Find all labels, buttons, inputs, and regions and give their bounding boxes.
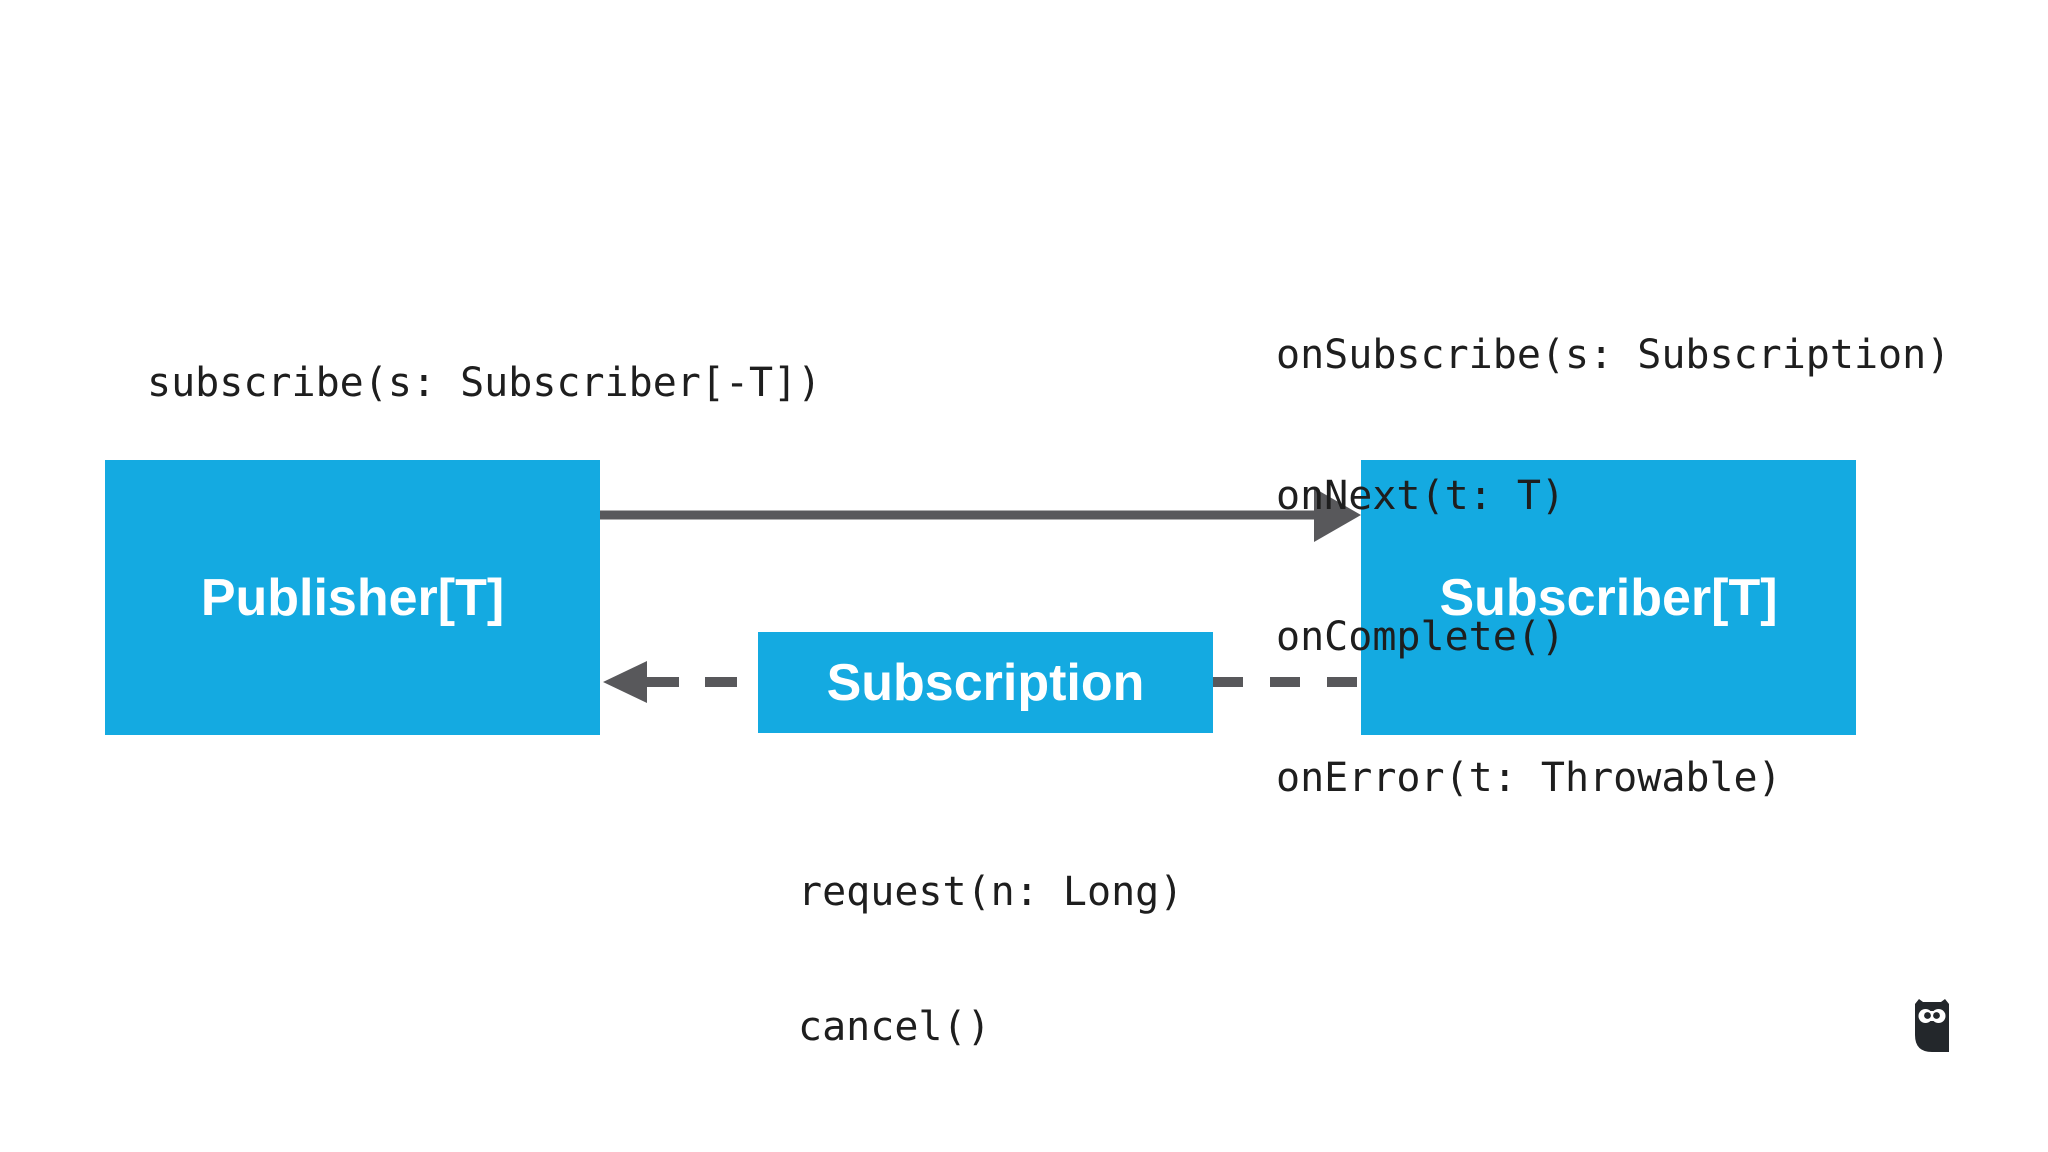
subscriber-methods-list: onSubscribe(s: Subscription) onNext(t: T… [1276,238,1950,896]
subscription-method-line: cancel() [798,1004,991,1050]
owl-eye-bridge [1925,1011,1939,1021]
subscriber-method-line: onSubscribe(s: Subscription) [1276,332,1951,378]
subscriber-method-line: onNext(t: T) [1276,473,1565,519]
publisher-node: Publisher[T] [105,460,600,735]
arrowhead-left-icon [603,661,647,703]
owl-body [1915,999,1949,1052]
subscriber-method-line: onError(t: Throwable) [1276,755,1782,801]
subscriber-method-line: onComplete() [1276,614,1565,660]
hootsuite-owl-logo-icon [1915,999,1949,1052]
backpressure-dashed-arrow [603,661,1361,703]
owl-pupil-left [1924,1012,1931,1019]
arrowhead-right-icon [1314,488,1361,542]
owl-pupil-right [1933,1012,1940,1019]
subscription-node: Subscription [758,632,1213,733]
subscribe-method-label: subscribe(s: Subscriber[-T]) [147,360,822,406]
subscription-method-line: request(n: Long) [798,869,1184,915]
subscription-label: Subscription [826,653,1145,712]
subscription-methods-list: request(n: Long) cancel() [798,780,1183,1140]
subscribe-arrow [600,488,1361,542]
subscriber-node: Subscriber[T] [1361,460,1856,735]
subscriber-label: Subscriber[T] [1439,568,1778,627]
publisher-label: Publisher[T] [200,568,505,627]
